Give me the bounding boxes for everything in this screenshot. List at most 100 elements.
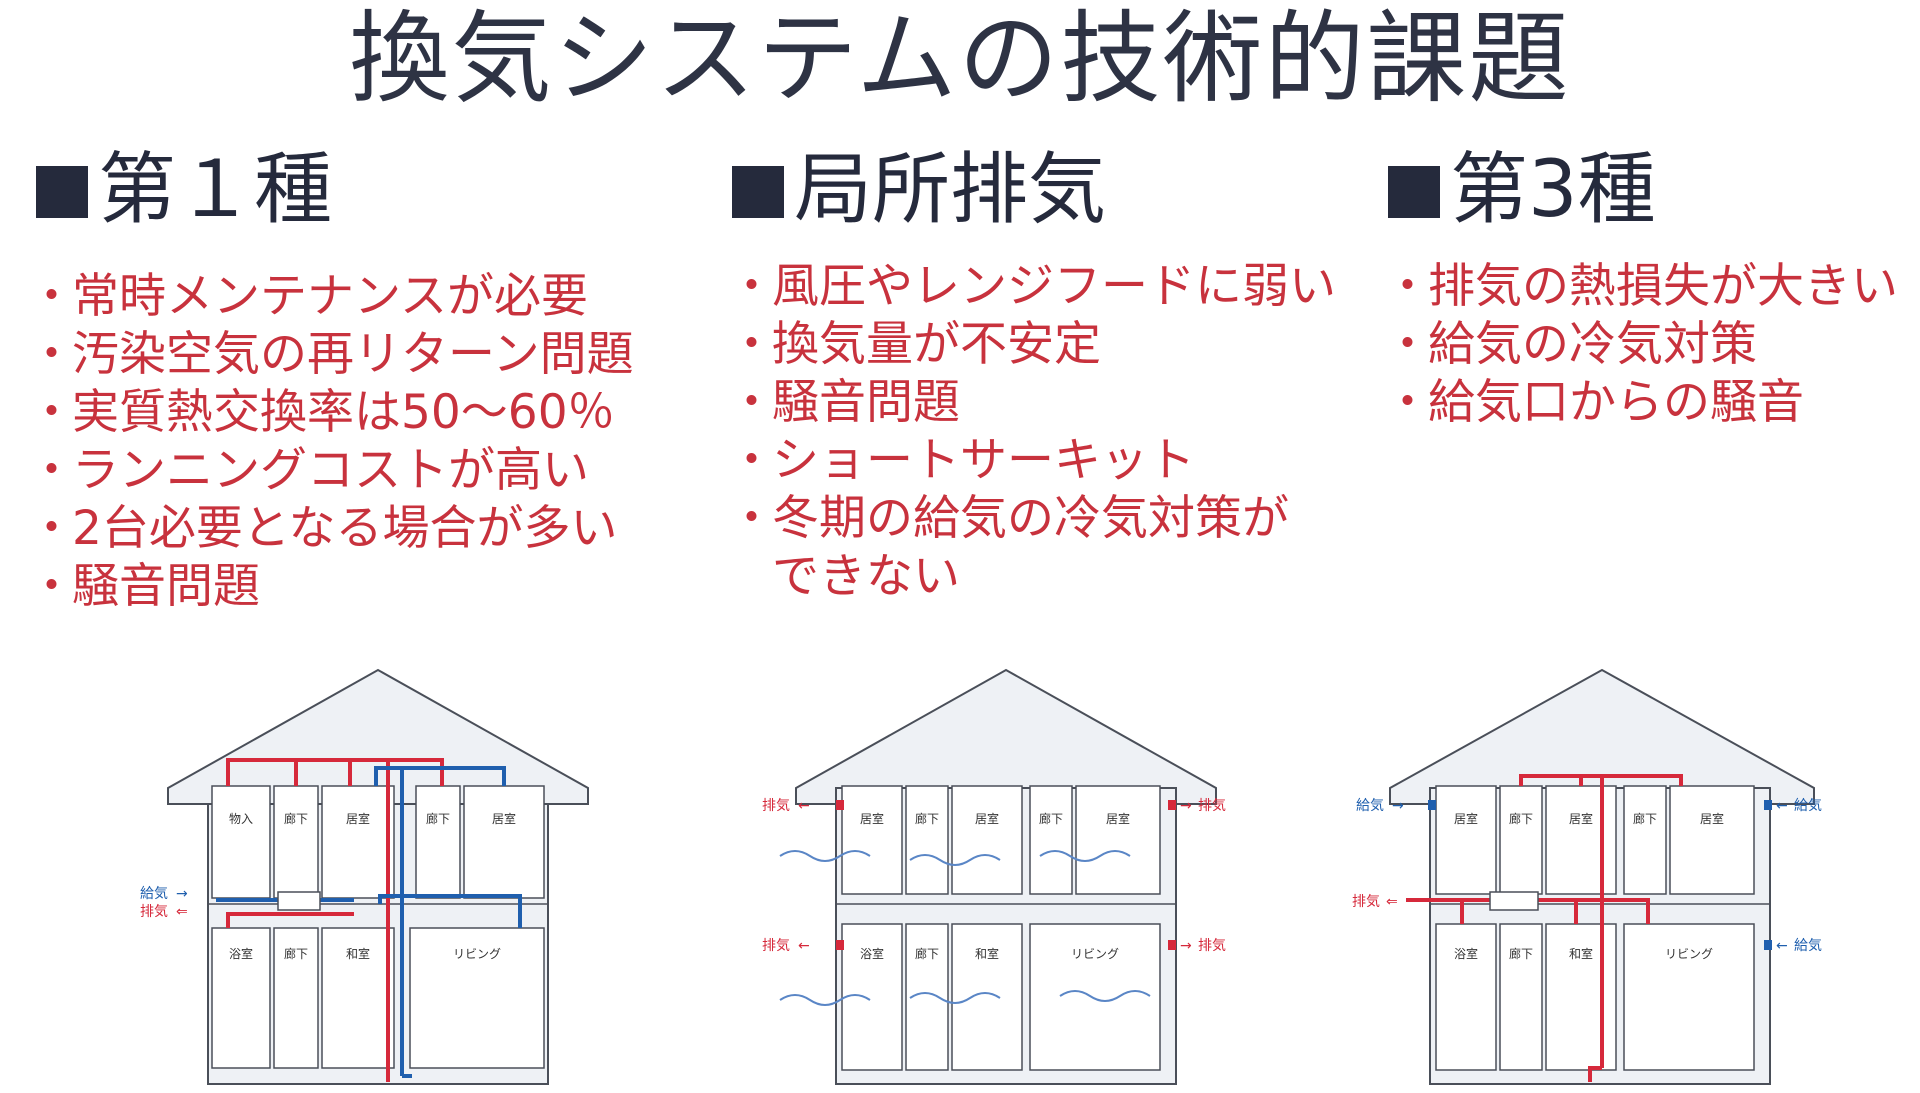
room-label: 廊下 [1509, 946, 1533, 961]
list-item: 風圧やレンジフードに弱い [728, 258, 1336, 316]
section-type3: 第3種 [1388, 140, 1656, 240]
room [321, 927, 395, 1069]
room [273, 785, 319, 899]
exhaust-label: 排気 [1352, 894, 1380, 910]
section-local-exhaust-list: 風圧やレンジフードに弱い 換気量が不安定 騒音問題 ショートサーキット 冬期の給… [728, 258, 1336, 606]
house-roof [1389, 668, 1815, 805]
room [409, 927, 545, 1069]
list-item: 騒音問題 [728, 374, 1336, 432]
list-item: 実質熱交換率は50～60％ [28, 384, 634, 442]
arrow-icon: ← [1776, 798, 1788, 814]
exhaust-fan-icon [1168, 940, 1176, 950]
list-item: 給気口からの騒音 [1384, 374, 1898, 432]
house-diagram-type1: 物入 廊下 居室 廊下 居室 浴室 廊下 和室 リビング 給気 排気 → ⇐ [140, 668, 589, 1085]
room [1545, 923, 1617, 1071]
exhaust-fan-unit [1489, 891, 1539, 911]
list-item: 常時メンテナンスが必要 [28, 268, 634, 326]
section-local-exhaust-heading: 局所排気 [732, 140, 1106, 240]
airflow-wave-icon [779, 850, 1151, 1006]
list-item: 換気量が不安定 [728, 316, 1336, 374]
house-roof [167, 668, 589, 805]
room-label: リビング [1665, 947, 1713, 961]
supply-duct [216, 766, 522, 1078]
room-label: 居室 [1569, 811, 1593, 826]
supply-label: 給気 [140, 886, 168, 902]
room [211, 927, 271, 1069]
section-type1-list: 常時メンテナンスが必要 汚染空気の再リターン問題 実質熱交換率は50～60％ ラ… [28, 268, 634, 616]
square-bullet-icon [1388, 166, 1440, 218]
room-label: 浴室 [229, 946, 253, 961]
room-label: 浴室 [860, 946, 884, 961]
room [841, 785, 903, 895]
room [321, 785, 395, 899]
room-label: 廊下 [1509, 811, 1533, 826]
room [415, 785, 461, 899]
supply-vent-icon [1428, 800, 1436, 810]
section-type1-heading: 第１種 [36, 140, 332, 240]
room [841, 923, 903, 1071]
page-title: 換気システムの技術的課題 [349, 0, 1571, 117]
arrow-icon: ← [798, 938, 810, 954]
section-type1: 第１種 [36, 140, 332, 240]
room [1029, 923, 1161, 1071]
room [1499, 923, 1543, 1071]
exhaust-label: 排気 [762, 938, 790, 954]
room-label: 廊下 [284, 811, 308, 826]
room-label: 廊下 [1039, 811, 1063, 826]
heat-exchanger [277, 891, 321, 911]
room-label: 廊下 [915, 811, 939, 826]
room-label: 居室 [1454, 811, 1478, 826]
exhaust-label: 排気 [140, 904, 168, 920]
room-label: 居室 [346, 811, 370, 826]
arrow-icon: → [1392, 798, 1404, 814]
room [1545, 785, 1617, 895]
room [1075, 785, 1161, 895]
exhaust-label: 排気 [1198, 938, 1226, 954]
arrow-icon: ⇐ [176, 904, 188, 920]
room [1499, 785, 1543, 895]
room-label: 廊下 [284, 946, 308, 961]
section-type3-list: 排気の熱損失が大きい 給気の冷気対策 給気口からの騒音 [1384, 258, 1898, 432]
room-label: リビング [453, 947, 501, 961]
arrow-icon: ⇐ [1386, 894, 1398, 910]
room-label: 物入 [229, 812, 253, 826]
list-item-continuation: できない [772, 549, 960, 604]
arrow-icon: → [176, 886, 188, 902]
list-item: 2台必要となる場合が多い [28, 500, 634, 558]
room-label: 廊下 [915, 946, 939, 961]
room-label: リビング [1071, 947, 1119, 961]
exhaust-fan-icon [1168, 800, 1176, 810]
room [1435, 785, 1497, 895]
list-item: 騒音問題 [28, 558, 634, 616]
supply-label: 給気 [1794, 938, 1822, 954]
list-item: 排気の熱損失が大きい [1384, 258, 1898, 316]
room [1669, 785, 1755, 895]
list-item: 冬期の給気の冷気対策が [728, 490, 1336, 548]
list-item: 汚染空気の再リターン問題 [28, 326, 634, 384]
room [1623, 923, 1755, 1071]
room-label: 居室 [492, 811, 516, 826]
arrow-icon: ← [798, 798, 810, 814]
supply-vent-icon [1764, 940, 1772, 950]
exhaust-label: 排気 [1198, 798, 1226, 814]
list-item: ランニングコストが高い [28, 442, 634, 500]
room-label: 居室 [1700, 811, 1724, 826]
room-label: 居室 [1106, 811, 1130, 826]
square-bullet-icon [36, 166, 88, 218]
arrow-icon: → [1180, 798, 1192, 814]
room [1435, 923, 1497, 1071]
room-label: 廊下 [1633, 811, 1657, 826]
exhaust-fan-icon [836, 940, 844, 950]
room [905, 785, 949, 895]
exhaust-label: 排気 [762, 798, 790, 814]
arrow-icon: → [1180, 938, 1192, 954]
house-diagram-type3: 居室 廊下 居室 廊下 居室 浴室 廊下 和室 リビング 給気 → ← 給気 ←… [1352, 668, 1822, 1085]
room-label: 居室 [860, 811, 884, 826]
exhaust-duct [226, 758, 444, 1082]
square-bullet-icon [732, 166, 784, 218]
room [1029, 785, 1073, 895]
house-diagram-local-exhaust: 居室 廊下 居室 廊下 居室 浴室 廊下 和室 リビング 排気 ← 排気 ← →… [762, 668, 1226, 1085]
supply-label: 給気 [1356, 798, 1384, 814]
section-local-exhaust: 局所排気 [732, 140, 1106, 240]
room-label: 和室 [975, 946, 999, 961]
